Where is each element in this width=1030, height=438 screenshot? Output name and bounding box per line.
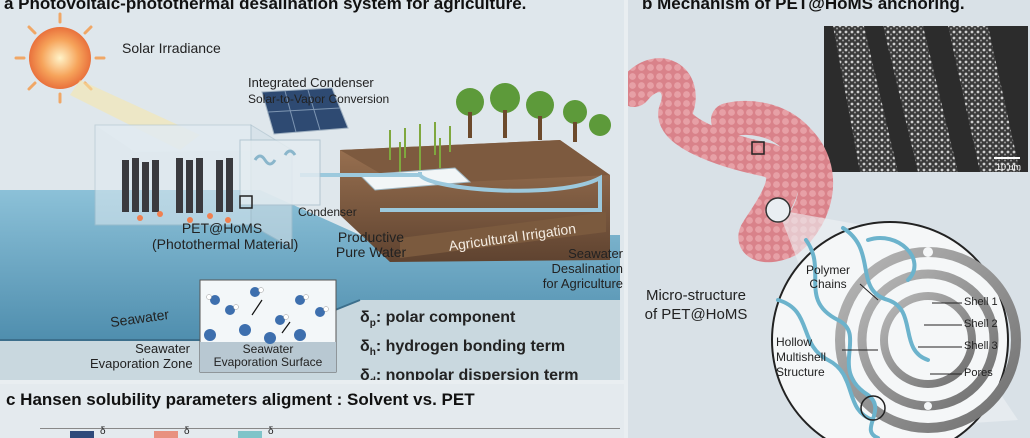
desal-line1: Seawater	[568, 246, 623, 261]
desal-line2: Desalination	[551, 261, 623, 276]
legend-label-1: δ	[100, 426, 106, 437]
productive-water-label: Productive Pure Water	[326, 230, 416, 260]
sun-icon	[14, 12, 106, 104]
micro-structure-label: Micro-structure of PET@HoMS	[632, 286, 760, 324]
delta-legend: δp: polar component δh: hydrogen bonding…	[360, 306, 579, 380]
pethoms-label: PET@HoMS (Photothermal Material)	[152, 220, 299, 252]
inset-label: Seawater Evaporation Surface	[200, 343, 336, 369]
system-illustration	[0, 12, 620, 380]
mechanism-illustration	[628, 26, 1028, 438]
delta-p-sub: p	[369, 318, 376, 330]
hollow-line1: Hollow	[776, 335, 813, 349]
inset-line1: Seawater	[242, 342, 294, 356]
delta-d-sub: d	[370, 377, 376, 380]
polymer-chains-label: Polymer Chains	[788, 263, 868, 291]
shell-1-label: Shell 1	[964, 296, 998, 308]
panel-c-title: c Hansen solubility parameters aligment …	[6, 390, 475, 409]
evaporation-zone-label: Seawater Evaporation Zone	[90, 341, 193, 371]
panel-b: b Mechanism of PET@HoMS anchoring. 10 um…	[628, 0, 1030, 438]
condenser-label: Condenser	[298, 205, 357, 219]
pethoms-name: PET@HoMS	[181, 220, 263, 236]
condenser-title: Integrated Condenser	[248, 75, 374, 90]
legend-label-2: δ	[184, 426, 190, 437]
condenser-subtitle: Solar-to-Vapor Conversion	[248, 92, 390, 106]
delta-p-symbol: δ	[360, 309, 370, 326]
productive-line2: Pure Water	[335, 244, 407, 260]
polymer-line1: Polymer	[805, 263, 850, 277]
desalination-label: Seawater Desalination for Agriculture	[525, 246, 623, 291]
panel-a: a Photovoltaic-photothermal desalination…	[0, 0, 624, 380]
solar-irradiance-label: Solar Irradiance	[122, 40, 221, 56]
hollow-line3: Structure	[776, 365, 825, 379]
micro-line2: of PET@HoMS	[644, 306, 748, 323]
pethoms-desc: (Photothermal Material)	[152, 236, 299, 252]
delta-d-text: : nonpolar dispersion term	[375, 367, 579, 380]
shell-2-label: Shell 2	[964, 318, 998, 330]
delta-h-row: δh: hydrogen bonding term	[360, 335, 579, 364]
pores-label: Pores	[964, 367, 993, 379]
hollow-multishell-label: Hollow Multishell Structure	[776, 335, 826, 380]
delta-h-symbol: δ	[360, 338, 370, 356]
evap-zone-line1: Seawater	[135, 341, 190, 356]
delta-h-text: : hydrogen bonding term	[375, 338, 566, 356]
delta-p-row: δp: polar component	[360, 306, 579, 335]
chart-frame	[40, 428, 620, 438]
delta-d-row: δd: nonpolar dispersion term	[360, 364, 579, 380]
delta-d-symbol: δ	[360, 367, 370, 380]
legend-label-3: δ	[268, 426, 274, 437]
legend-swatch-3	[238, 431, 262, 438]
evap-zone-line2: Evaporation Zone	[90, 356, 193, 371]
productive-line1: Productive	[337, 229, 405, 245]
shell-3-label: Shell 3	[964, 340, 998, 352]
desal-line3: for Agriculture	[542, 276, 623, 291]
scale-bar-label: 10 um	[996, 162, 1022, 172]
delta-h-sub: h	[369, 347, 376, 359]
legend-swatch-2	[154, 431, 178, 438]
inset-line2: Evaporation Surface	[213, 355, 323, 369]
micro-line1: Micro-structure	[645, 287, 746, 304]
hollow-line2: Multishell	[776, 350, 827, 364]
panel-b-title: b Mechanism of PET@HoMS anchoring.	[642, 0, 965, 13]
polymer-line2: Chains	[809, 277, 847, 291]
panel-a-title: a Photovoltaic-photothermal desalination…	[4, 0, 527, 13]
panel-c: c Hansen solubility parameters aligment …	[0, 384, 624, 438]
delta-p-text: : polar component	[375, 309, 516, 326]
legend-swatch-1	[70, 431, 94, 438]
